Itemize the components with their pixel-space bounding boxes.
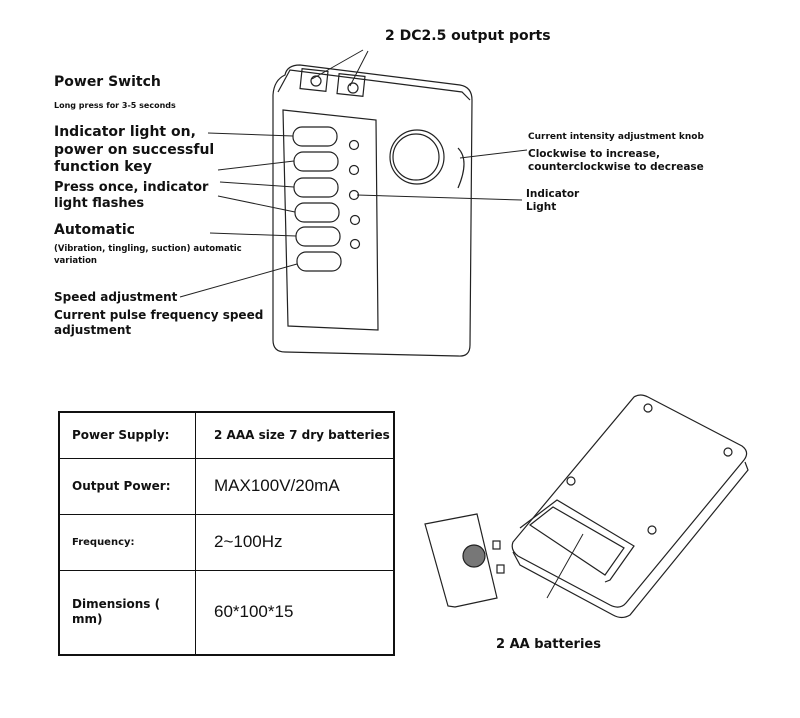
- table-row: Dimensions ( mm)60*100*15: [58, 569, 395, 656]
- ports-label: 2 DC2.5 output ports: [385, 28, 551, 44]
- batteries-label: 2 AA batteries: [496, 637, 601, 652]
- battery-cover: [424, 513, 505, 608]
- device-back: [511, 394, 749, 619]
- intensity-knob: [389, 129, 445, 185]
- spec-table: Power Supply:2 AAA size 7 dry batteries …: [58, 411, 395, 656]
- device-front: [272, 64, 473, 357]
- table-row: Power Supply:2 AAA size 7 dry batteries: [58, 411, 395, 459]
- table-row: Output Power:MAX100V/20mA: [58, 457, 395, 515]
- long-press-label: Long press for 3-5 seconds: [54, 101, 176, 110]
- automatic-label: Automatic: [54, 222, 135, 238]
- table-row: Frequency:2~100Hz: [58, 513, 395, 571]
- function-buttons: [292, 126, 342, 272]
- speed-label: Speed adjustment: [54, 290, 178, 304]
- knob-desc: Clockwise to increase,counterclockwise t…: [528, 148, 704, 174]
- power-switch-label: Power Switch: [54, 74, 161, 90]
- knob-label: Current intensity adjustment knob: [528, 132, 704, 142]
- automatic-desc: (Vibration, tingling, suction) automatic…: [54, 244, 242, 267]
- callout-lines: [179, 49, 584, 599]
- indicator-leds: [348, 139, 361, 250]
